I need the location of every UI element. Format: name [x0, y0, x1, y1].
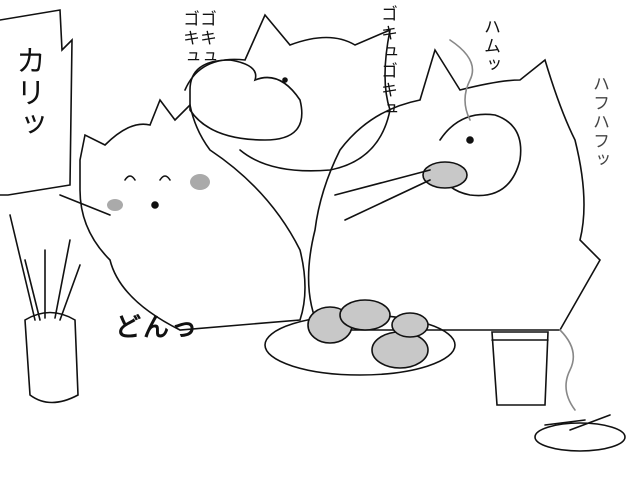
sfx-bubble-left: [0, 9, 73, 196]
right-cat: [307, 48, 601, 331]
food-bite: [422, 161, 468, 189]
glass: [491, 331, 549, 406]
back-cat: [184, 13, 392, 172]
blush: [190, 174, 210, 190]
plant-pot: [24, 311, 79, 404]
plant: [9, 214, 81, 321]
sfx-hot-breath: ハフハフッ: [589, 75, 609, 170]
stick: [59, 194, 111, 216]
sfx-crunch: カリッ: [10, 45, 45, 141]
left-cat: [79, 98, 306, 331]
sfx-gulp-right: ゴキュゴキュ: [377, 5, 397, 119]
steam: [449, 39, 576, 411]
fried-chicken: [307, 299, 429, 369]
right-cat-face: [439, 113, 522, 197]
sfx-munch: ハムッ: [480, 18, 500, 75]
chopsticks: [334, 169, 431, 221]
ashtray: [534, 422, 626, 452]
sfx-thud: どんっ: [115, 313, 200, 343]
back-cat-paw: [189, 59, 303, 141]
sfx-gulp-left: ゴキュゴキュ: [179, 10, 216, 67]
